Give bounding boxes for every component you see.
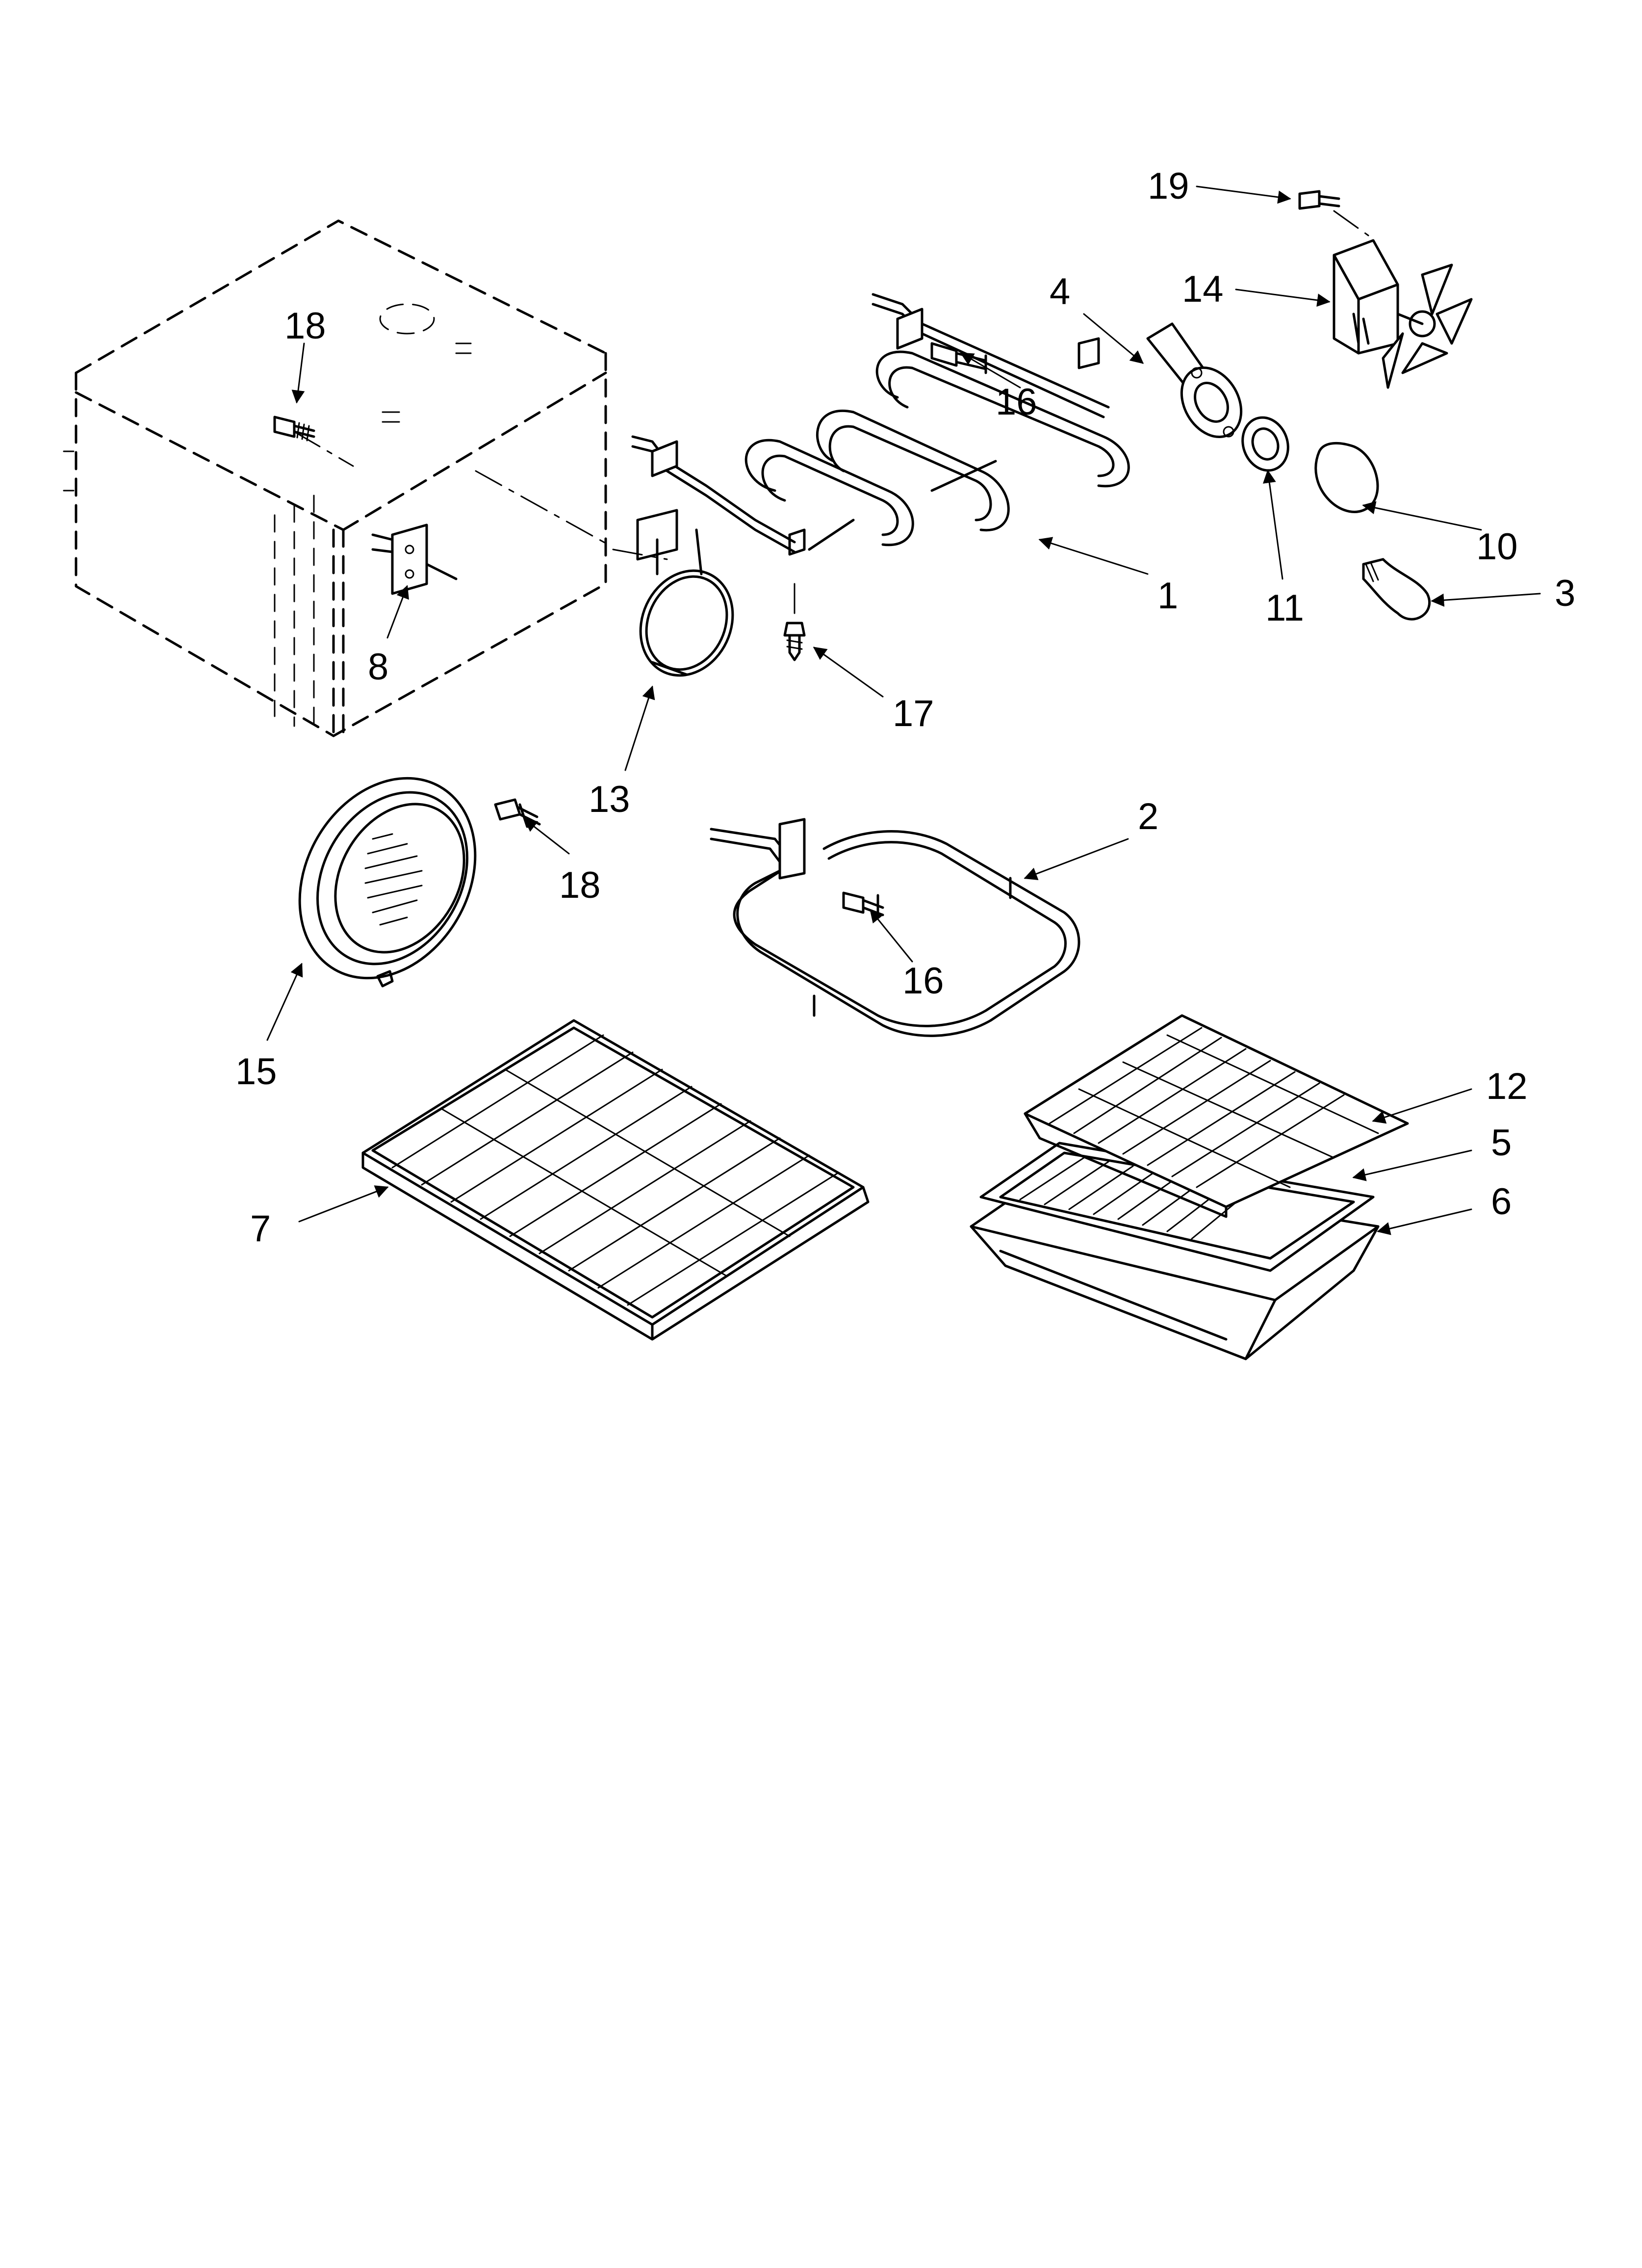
gasket-11 bbox=[1241, 416, 1289, 472]
oven-cavity bbox=[63, 219, 607, 737]
broiler-grid-5 bbox=[979, 1142, 1375, 1272]
oven-rack-7 bbox=[361, 1019, 870, 1341]
arrow-10 bbox=[1362, 501, 1482, 531]
callout-10: 10 bbox=[1476, 526, 1518, 568]
callout-17: 17 bbox=[893, 693, 934, 734]
guide-line bbox=[475, 470, 609, 546]
callout-6: 6 bbox=[1491, 1181, 1512, 1223]
arrow-19 bbox=[1196, 185, 1291, 204]
screw-17 bbox=[783, 622, 806, 661]
callout-18-lower: 18 bbox=[559, 864, 601, 906]
guide-line bbox=[612, 548, 668, 560]
bulb-3 bbox=[1362, 558, 1431, 621]
bake-element-2 bbox=[710, 818, 1080, 1037]
callout-5: 5 bbox=[1491, 1122, 1512, 1164]
callout-18-top: 18 bbox=[284, 305, 326, 347]
callout-2: 2 bbox=[1138, 796, 1158, 837]
callout-19: 19 bbox=[1148, 165, 1189, 207]
arrow-18-lower bbox=[523, 818, 570, 855]
callout-4: 4 bbox=[1050, 271, 1070, 313]
callout-12: 12 bbox=[1486, 1066, 1528, 1107]
callout-labels: 19 14 4 18 16 10 1 11 3 8 17 13 2 18 16 … bbox=[235, 165, 1575, 1250]
arrow-12 bbox=[1372, 1088, 1472, 1124]
fan-motor-14 bbox=[1333, 239, 1473, 389]
screw-18-top bbox=[273, 416, 315, 442]
arrow-15 bbox=[266, 963, 303, 1041]
arrow-16-lower bbox=[870, 909, 913, 963]
guide-line bbox=[293, 431, 354, 467]
arrow-14 bbox=[1235, 288, 1331, 307]
arrow-16-top bbox=[960, 352, 1021, 389]
arrow-4 bbox=[1083, 313, 1144, 364]
bracket-8 bbox=[371, 523, 458, 595]
arrow-17 bbox=[813, 647, 884, 698]
callout-14: 14 bbox=[1182, 268, 1224, 310]
callout-13: 13 bbox=[589, 779, 630, 820]
callout-3: 3 bbox=[1555, 573, 1575, 614]
arrow-1 bbox=[1038, 537, 1149, 575]
screw-19 bbox=[1298, 190, 1340, 210]
callout-15: 15 bbox=[235, 1051, 277, 1093]
callout-16-top: 16 bbox=[996, 381, 1037, 423]
lamp-socket-4 bbox=[1146, 322, 1243, 439]
element-13 bbox=[636, 509, 734, 677]
guide-line bbox=[1333, 210, 1369, 236]
callout-1: 1 bbox=[1157, 575, 1178, 617]
callout-11: 11 bbox=[1265, 587, 1304, 629]
callout-16-lower: 16 bbox=[902, 960, 944, 1002]
broil-element-1 bbox=[631, 293, 1130, 556]
callout-7: 7 bbox=[250, 1208, 271, 1250]
arrow-18-top bbox=[291, 342, 305, 404]
leader-arrows bbox=[266, 185, 1541, 1235]
arrow-13 bbox=[624, 685, 655, 771]
screw-16-lower bbox=[842, 891, 884, 919]
arrow-8 bbox=[386, 585, 409, 639]
arrow-7 bbox=[298, 1185, 389, 1223]
fan-cover-15 bbox=[298, 777, 477, 988]
callout-8: 8 bbox=[368, 646, 388, 688]
arrow-3 bbox=[1431, 593, 1541, 607]
arrow-5 bbox=[1352, 1149, 1472, 1181]
insert-12 bbox=[1024, 1014, 1409, 1218]
arrow-2 bbox=[1024, 838, 1129, 880]
lens-10 bbox=[1314, 442, 1379, 513]
arrow-6 bbox=[1377, 1208, 1472, 1235]
arrow-11 bbox=[1262, 469, 1283, 580]
screw-18-lower bbox=[494, 798, 541, 828]
